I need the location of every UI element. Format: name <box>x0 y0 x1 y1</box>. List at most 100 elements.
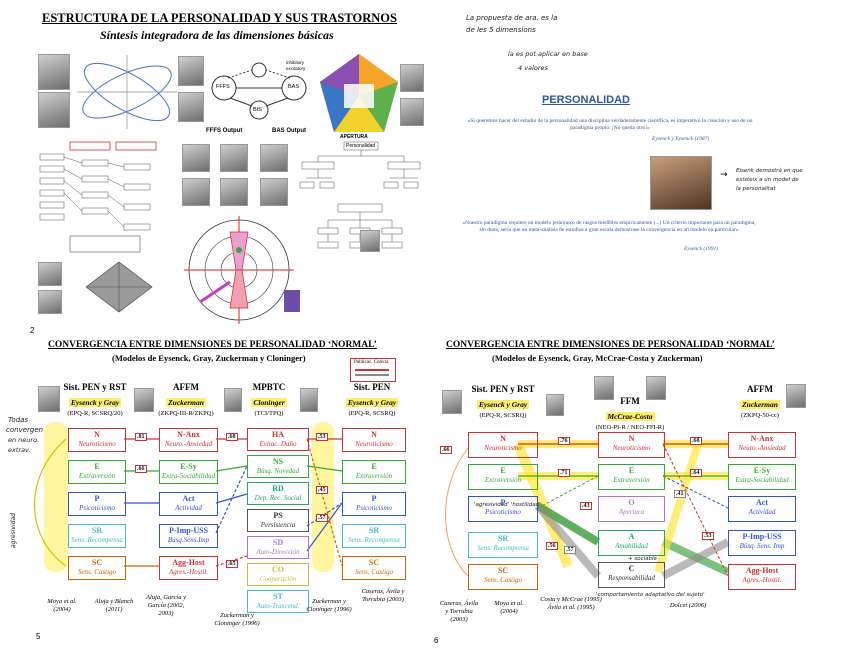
portrait-photo <box>38 290 62 314</box>
column-measures: (TCI/TPQ) <box>254 410 284 417</box>
citation: Caseras, Ávila y Torrubia (2003) <box>439 600 479 623</box>
correlation-label: .53 <box>702 532 714 540</box>
inhibitory-label: inhibitory <box>286 60 305 65</box>
correlation-label: .57 <box>316 514 328 522</box>
slide-3: La propuesta de ara. es la de les 5 dime… <box>438 8 842 338</box>
correlation-label: .56 <box>546 542 558 550</box>
column-name: Sist. PEN y RST <box>63 382 127 392</box>
pentagon-model <box>320 54 398 132</box>
slide-5-number: 5 <box>36 632 41 641</box>
handwritten-note: convergen <box>6 426 44 434</box>
eysenck-photo <box>38 386 60 412</box>
slide-5-title: CONVERGENCIA ENTRE DIMENSIONES DE PERSON… <box>48 340 377 350</box>
column-authors: Cloninger <box>251 398 287 407</box>
slide-2-title: ESTRUCTURA DE LA PERSONALIDAD Y SUS TRAS… <box>42 11 397 25</box>
handwritten-note: 'agresividad' 'hostilidad' <box>474 502 541 508</box>
slide-5-subtitle: (Modelos de Eysenck, Gray, Zuckerman y C… <box>112 353 306 363</box>
slide-2: ESTRUCTURA DE LA PERSONALIDAD Y SUS TRAS… <box>28 8 426 338</box>
arrow-icon: → <box>720 170 728 180</box>
citation: Aluja, García y García (2002, 2003) <box>145 594 186 617</box>
fffs-label: FFFS <box>216 84 230 90</box>
handwritten-note: existeix a un model de <box>736 177 799 183</box>
portrait-photo <box>182 144 210 172</box>
slide-6-number: 6 <box>434 636 439 645</box>
mccrae-photo <box>594 376 614 400</box>
bas-output-label: BAS Output <box>272 128 306 134</box>
portrait-photo <box>220 144 248 172</box>
correlation-label: .65 <box>226 560 238 568</box>
correlation-label: .53 <box>316 433 328 441</box>
column-measures: (EPQ-R, SCSRQ) <box>348 410 396 417</box>
gray-photo <box>300 388 318 412</box>
apertura-label: APERTURA <box>340 134 368 140</box>
handwritten-note: agresividad <box>10 513 17 548</box>
handwritten-note: la personalitat <box>736 186 776 192</box>
portrait-photo <box>400 64 424 92</box>
column-authors: Eysenck y Gray <box>476 400 530 409</box>
eysenck-photo <box>442 390 462 414</box>
correlation-label: .66 <box>440 446 452 454</box>
legend-box: Publicac. Conval. <box>350 358 396 382</box>
column-header: MPBTC Cloninger (TCI/TPQ) <box>240 382 298 418</box>
correlation-label: .76 <box>558 437 570 445</box>
correlation-label: .43 <box>580 502 592 510</box>
radial-model-diagram <box>184 216 294 324</box>
rst-diagram <box>211 62 307 120</box>
handwritten-note: de les 5 dimensions <box>466 26 536 34</box>
portrait-photo <box>38 54 70 90</box>
portrait-photo <box>400 98 424 126</box>
quote-attribution: Eysenck y Eysenck (1987) <box>652 136 710 142</box>
citation: Caseras, Ávila y Torrubia (2003) <box>361 588 405 603</box>
citation: Dolcet (2006) <box>669 602 707 609</box>
column-header: AFFM Zuckerman (ZKPQ-50-cc) <box>728 384 792 420</box>
correlation-label: .81 <box>135 433 147 441</box>
handwritten-note: Eisenk demostrà en que <box>736 168 803 174</box>
citation: Aluja y Blanch (2011) <box>94 598 134 613</box>
column-header: FFM McCrae-Costa (NEO-PI-R / NEO-FFI-R) <box>592 396 668 432</box>
slide-2-number: 2 <box>30 326 35 335</box>
diamond-model <box>85 261 153 313</box>
citation: Moya et al. (2004) <box>494 600 524 615</box>
fffs-output-label: FFFS Output <box>206 128 243 134</box>
column-name: FFM <box>620 396 640 406</box>
hierarchical-flowchart <box>39 141 157 253</box>
quote-eysenck-1987: «Si queremos hacer del estudio de la per… <box>467 118 753 131</box>
slide-6-title: CONVERGENCIA ENTRE DIMENSIONES DE PERSON… <box>446 340 775 350</box>
column-header: AFFM Zuckerman (ZKPQ-III-R/ZKPQ) <box>150 382 222 418</box>
correlation-label: .71 <box>558 469 570 477</box>
citation: Costa y McCrae (1995) Ávila et al. (1995… <box>540 596 602 611</box>
column-measures: (NEO-PI-R / NEO-FFI-R) <box>595 424 665 431</box>
eysenck-portrait <box>650 156 712 210</box>
bas-label: BAS <box>288 84 300 90</box>
handwritten-note: 'comportamiento adaptativo del sujeto' <box>596 592 705 598</box>
correlation-label: .68 <box>690 437 702 445</box>
slide-6-subtitle: (Modelos de Eysenck, Gray, McCrae-Costa … <box>492 353 703 363</box>
portrait-photo <box>38 92 70 128</box>
cloninger-photo <box>224 388 242 412</box>
column-header: Sist. PEN y RST Eysenck y Gray (EPQ-R, S… <box>58 382 132 418</box>
correlation-label: .66 <box>135 465 147 473</box>
